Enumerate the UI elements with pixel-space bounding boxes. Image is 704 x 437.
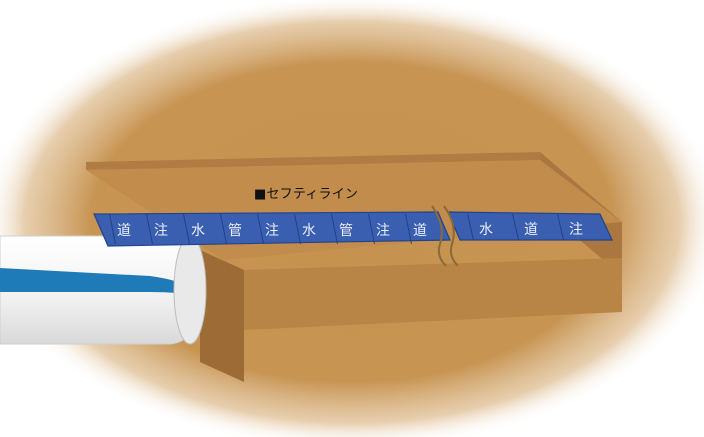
tape-glyph: 注 [154, 223, 168, 239]
tape-fold [294, 213, 301, 245]
tape-glyph: 水 [479, 222, 493, 238]
tape-text-right: 水道注 [479, 222, 583, 238]
tape-glyph: 管 [339, 223, 353, 239]
tape-glyph: 水 [302, 223, 316, 239]
trench-back-wall [86, 152, 540, 170]
tape-glyph: 注 [569, 222, 583, 238]
safety-tape-right [447, 211, 613, 241]
tape-fold [257, 213, 264, 245]
safety-tape-left [93, 211, 451, 247]
pipe-stripe [0, 268, 196, 296]
caption-label: ■セフティライン [254, 187, 359, 202]
trench-front-face [200, 250, 244, 382]
tape-folds [109, 213, 564, 245]
tape-fold [220, 213, 227, 245]
pipe-end [173, 235, 207, 345]
tape-glyph: 道 [413, 223, 427, 239]
tape-fold [109, 213, 116, 245]
tape-fold [512, 213, 519, 241]
tape-text-left: 道注水管注水管注道 [117, 223, 427, 239]
tape-glyph: 水 [191, 223, 205, 239]
tape-fold [405, 213, 412, 245]
tape-glyph: 注 [265, 223, 279, 239]
tape-glyph: 管 [228, 223, 242, 239]
trench-bottom-face [244, 258, 622, 330]
tape-fold [183, 213, 190, 245]
tape-glyph: 道 [117, 223, 131, 239]
tape-cut-line-2 [443, 205, 459, 267]
tape-cut-line [431, 205, 447, 267]
tape-fold [557, 213, 564, 241]
tape-glyph: 道 [524, 222, 538, 238]
tape-fold [331, 213, 338, 245]
tape-fold [467, 213, 474, 241]
tape-glyph: 注 [376, 223, 390, 239]
tape-fold [368, 213, 375, 245]
tape-fold [146, 213, 153, 245]
